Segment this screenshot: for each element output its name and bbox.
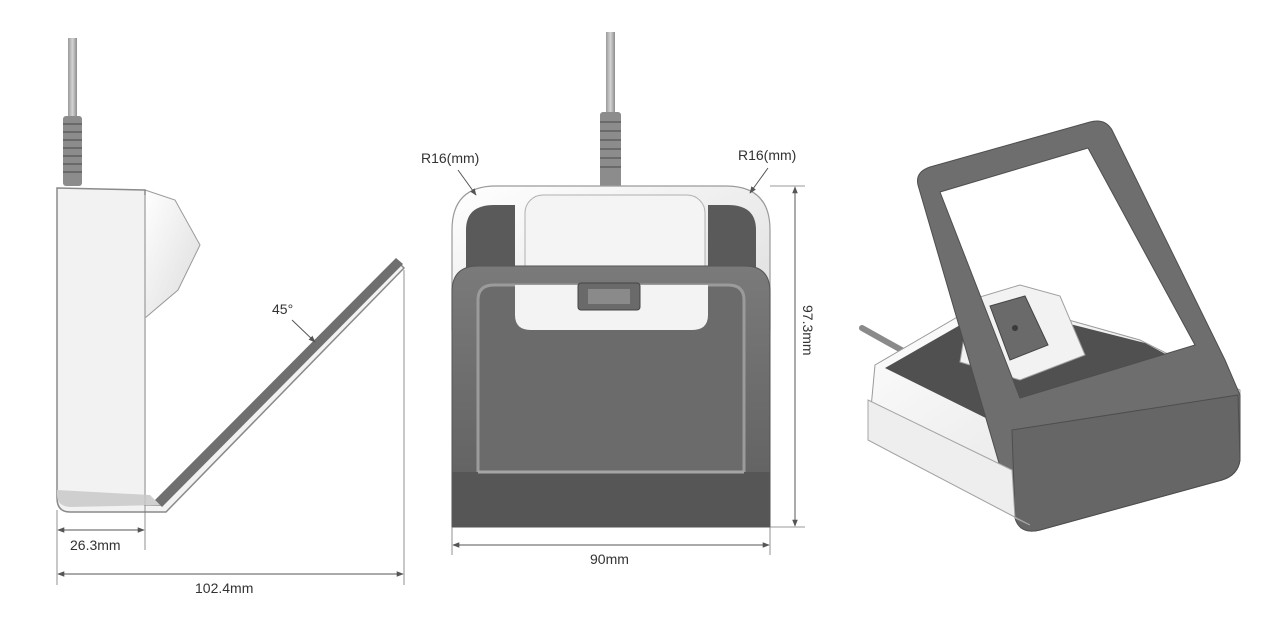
total-depth-label: 102.4mm: [195, 580, 253, 596]
front-base: [452, 472, 770, 527]
height-label: 97.3mm: [800, 305, 816, 356]
angle-label: 45°: [272, 301, 293, 317]
radius-left-label: R16(mm): [421, 150, 479, 166]
side-cable: [68, 38, 77, 118]
front-cable: [606, 32, 615, 122]
side-strain-relief: [63, 116, 82, 186]
side-base: [57, 490, 160, 507]
side-body: [56, 187, 406, 513]
side-view: 45° 26.3mm 102.4mm: [56, 38, 406, 596]
isometric-view: [859, 120, 1241, 532]
front-frame-opening: [476, 283, 746, 474]
iso-cable: [859, 325, 908, 355]
front-view: R16(mm) R16(mm) 97.3mm 90mm: [421, 32, 816, 567]
base-depth-label: 26.3mm: [70, 537, 121, 553]
iso-frame-base: [1011, 394, 1241, 532]
front-strain-relief: [600, 112, 621, 188]
radius-right-label: R16(mm): [738, 147, 796, 163]
iso-scanner-window: [989, 295, 1049, 361]
width-label: 90mm: [590, 551, 629, 567]
side-stand-edge: [155, 258, 403, 507]
side-scanner-head: [144, 189, 201, 320]
